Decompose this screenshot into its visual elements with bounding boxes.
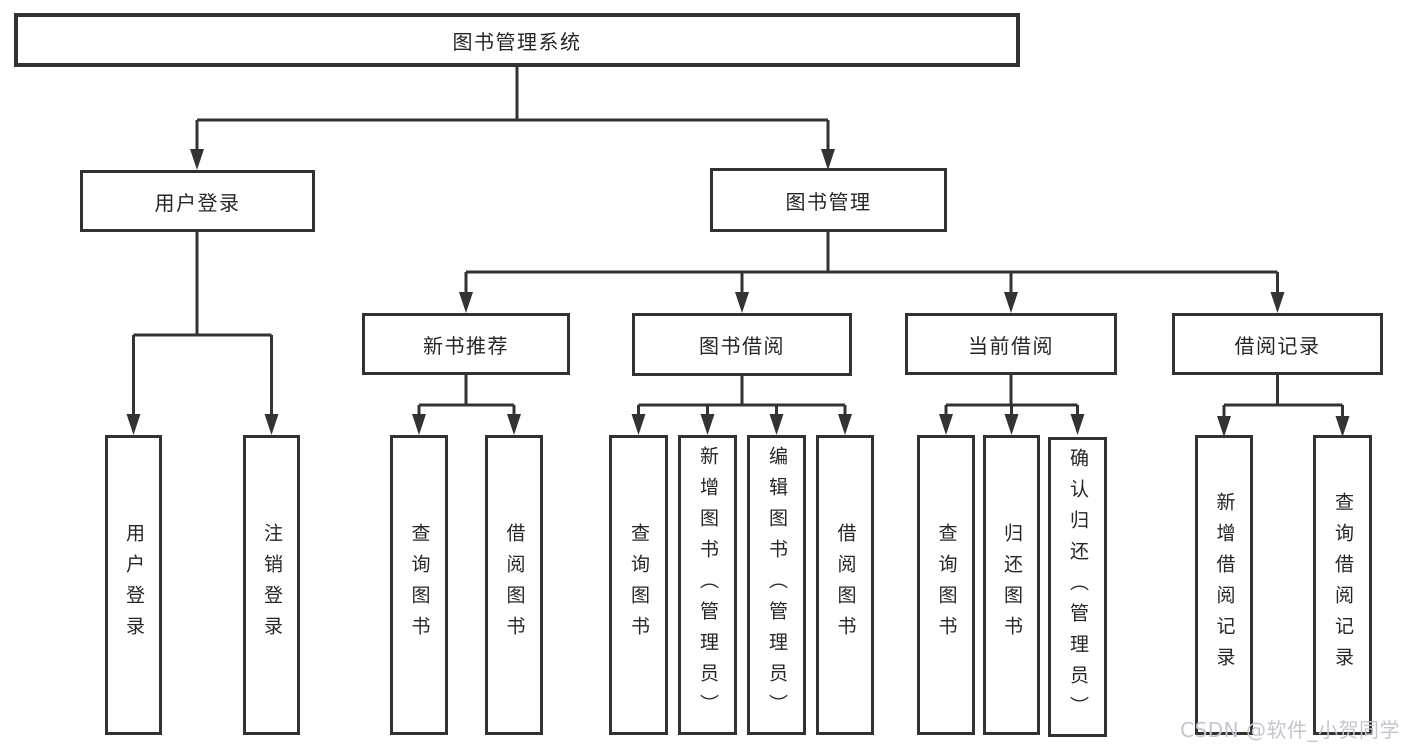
arrowhead-icon [838, 414, 852, 435]
node-label: 新增借阅记录 [1213, 492, 1236, 678]
arrowhead-icon [1070, 414, 1085, 435]
watermark: CSDN @软件_小贺同学 [1180, 718, 1400, 742]
node-book-management: 图书管理 [710, 168, 947, 232]
arrowhead-icon [769, 414, 784, 435]
node-recommend-query-books: 查询图书 [390, 435, 448, 735]
node-label: 借阅记录 [1234, 333, 1321, 358]
node-book-borrowing: 图书借阅 [632, 313, 852, 376]
node-label: 查询图书 [628, 523, 650, 647]
node-new-book-recommend: 新书推荐 [362, 313, 570, 375]
node-borrowing-edit-books-admin: 编辑图书（管理员） [747, 435, 806, 735]
arrowhead-icon [459, 292, 473, 313]
node-root: 图书管理系统 [14, 13, 1020, 67]
arrowhead-icon [1004, 292, 1018, 313]
node-label: 新书推荐 [423, 333, 509, 358]
node-label: 借阅图书 [834, 523, 857, 647]
node-label: 查询图书 [408, 523, 431, 647]
node-label: 图书借阅 [699, 334, 785, 358]
node-label: 注销登录 [261, 523, 283, 647]
node-label: 编辑图书（管理员） [766, 445, 788, 725]
node-label: 用户登录 [123, 523, 145, 647]
node-recommend-borrow-books: 借阅图书 [485, 435, 543, 735]
arrowhead-icon [264, 414, 279, 435]
arrowhead-icon [735, 292, 749, 313]
arrowhead-icon [821, 149, 835, 170]
arrowhead-icon [1335, 416, 1350, 437]
node-label: 查询图书 [935, 523, 958, 647]
node-borrow-records: 借阅记录 [1172, 313, 1383, 375]
arrowhead-icon [939, 414, 953, 435]
node-records-query-borrow-record: 查询借阅记录 [1313, 435, 1372, 735]
node-current-return-books: 归还图书 [983, 435, 1040, 735]
arrowhead-icon [126, 414, 141, 435]
arrowhead-icon [1004, 414, 1019, 435]
arrowhead-icon [1270, 292, 1285, 313]
node-label: 用户登录 [154, 190, 241, 215]
node-label: 图书管理 [785, 189, 872, 214]
node-borrowing-query-books: 查询图书 [609, 435, 668, 735]
node-borrowing-borrow-books: 借阅图书 [816, 435, 874, 735]
node-label: 图书管理系统 [452, 29, 582, 54]
node-label: 当前借阅 [968, 333, 1054, 358]
node-label: 查询借阅记录 [1332, 492, 1354, 678]
arrowhead-icon [1217, 416, 1231, 437]
node-current-borrowing: 当前借阅 [905, 313, 1117, 375]
node-records-add-borrow-record: 新增借阅记录 [1195, 435, 1253, 735]
node-label: 确认归还（管理员） [1067, 447, 1089, 727]
arrowhead-icon [507, 414, 521, 435]
node-current-query-books: 查询图书 [917, 435, 975, 735]
arrowhead-icon [631, 414, 646, 435]
node-label: 借阅图书 [503, 523, 526, 647]
node-login-user: 用户登录 [105, 435, 162, 735]
node-borrowing-add-books-admin: 新增图书（管理员） [678, 435, 737, 735]
node-current-confirm-return-admin: 确认归还（管理员） [1048, 437, 1107, 737]
node-label: 新增图书（管理员） [697, 445, 719, 725]
arrowhead-icon [412, 414, 426, 435]
node-user-login: 用户登录 [80, 170, 315, 232]
arrowhead-icon [700, 414, 715, 435]
arrowhead-icon [190, 149, 204, 170]
node-logout: 注销登录 [243, 435, 300, 735]
connector-path [132, 67, 1344, 422]
node-label: 归还图书 [1001, 523, 1023, 647]
